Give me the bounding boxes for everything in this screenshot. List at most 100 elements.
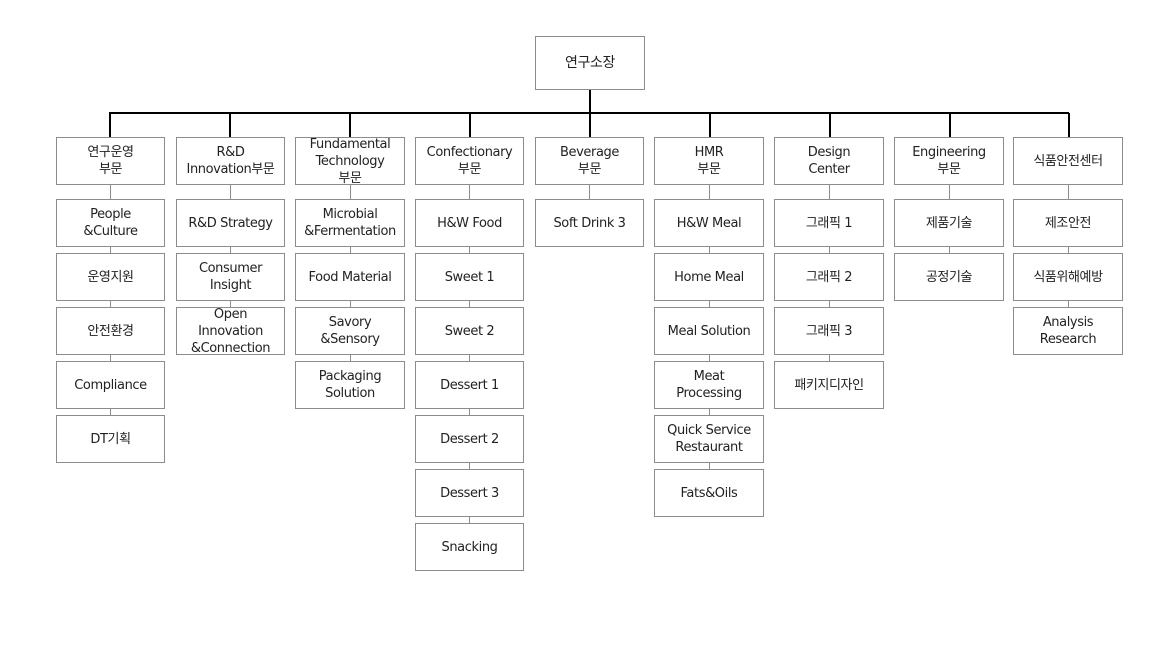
item-connector (469, 185, 470, 199)
division-header: 식품안전센터 (1013, 137, 1123, 185)
item-connector (1068, 301, 1069, 307)
item-connector (949, 247, 950, 253)
drop-8 (1068, 113, 1070, 137)
team-box: H&W Food (415, 199, 524, 247)
item-connector (1068, 185, 1069, 199)
team-box: Sweet 1 (415, 253, 524, 301)
item-connector (230, 247, 231, 253)
team-label: DT기획 (90, 431, 131, 447)
team-label: 제조안전 (1044, 215, 1092, 231)
team-box: Analysis Research (1013, 307, 1123, 355)
team-label: Meat Processing (676, 369, 742, 401)
team-box: Open Innovation &Connection (176, 306, 285, 356)
team-box: H&W Meal (654, 199, 764, 247)
division-header: Fundamental Technology 부문 (295, 137, 405, 186)
team-label: Sweet 2 (444, 323, 495, 339)
team-label: Open Innovation &Connection (190, 306, 271, 356)
division-header-label: Design Center (807, 145, 851, 177)
team-box: Microbial &Fermentation (295, 199, 405, 247)
division-header-label: 연구운영 부문 (87, 145, 134, 177)
division-header-label: Beverage 부문 (560, 145, 619, 177)
team-box: Dessert 2 (415, 415, 524, 463)
team-box: Quick Service Restaurant (654, 415, 764, 463)
team-box: Meat Processing (654, 361, 764, 409)
team-box: DT기획 (56, 415, 165, 463)
team-label: Savory &Sensory (320, 315, 380, 347)
team-box: Dessert 1 (415, 361, 524, 409)
drop-7 (949, 113, 951, 137)
division-header: Engineering 부문 (894, 137, 1004, 185)
division-header: R&D Innovation부문 (176, 137, 285, 185)
team-label: Quick Service Restaurant (667, 423, 751, 455)
team-box: Consumer Insight (176, 253, 285, 301)
item-connector (709, 463, 710, 469)
item-connector (110, 355, 111, 361)
team-label: Microbial &Fermentation (304, 207, 396, 239)
item-connector (709, 185, 710, 199)
team-label: People &Culture (83, 207, 138, 239)
team-label: 식품위해예방 (1033, 269, 1103, 285)
team-box: People &Culture (56, 199, 165, 247)
team-box: Dessert 3 (415, 469, 524, 517)
division-header: Confectionary 부문 (415, 137, 524, 185)
item-connector (350, 355, 351, 361)
team-label: Soft Drink 3 (553, 215, 626, 231)
division-header-label: 식품안전센터 (1033, 153, 1103, 169)
item-connector (350, 185, 351, 199)
division-header: Design Center (774, 137, 884, 185)
drop-4 (589, 113, 591, 137)
team-box: 식품위해예방 (1013, 253, 1123, 301)
team-box: 패키지디자인 (774, 361, 884, 409)
team-label: Meal Solution (667, 323, 751, 339)
item-connector (110, 247, 111, 253)
division-header-label: R&D Innovation부문 (186, 145, 275, 177)
team-label: Compliance (74, 377, 147, 393)
item-connector (829, 355, 830, 361)
team-label: R&D Strategy (188, 215, 273, 231)
item-connector (469, 463, 470, 469)
item-connector (829, 301, 830, 307)
item-connector (350, 247, 351, 253)
item-connector (709, 247, 710, 253)
team-label: Analysis Research (1039, 315, 1097, 347)
team-box: Fats&Oils (654, 469, 764, 517)
division-header: 연구운영 부문 (56, 137, 165, 185)
drop-6 (829, 113, 831, 137)
team-label: 그래픽 2 (805, 269, 853, 285)
team-label: Snacking (441, 539, 498, 555)
item-connector (230, 301, 231, 307)
root-label: 연구소장 (565, 54, 615, 71)
division-header-label: HMR 부문 (694, 145, 724, 177)
team-box: Snacking (415, 523, 524, 571)
team-box: Home Meal (654, 253, 764, 301)
team-box: 그래픽 1 (774, 199, 884, 247)
team-box: Sweet 2 (415, 307, 524, 355)
item-connector (110, 301, 111, 307)
item-connector (589, 185, 590, 199)
root-connector (589, 90, 591, 113)
division-header: Beverage 부문 (535, 137, 644, 185)
team-label: 안전환경 (87, 323, 134, 339)
team-box: Packaging Solution (295, 361, 405, 409)
team-label: 그래픽 3 (805, 323, 853, 339)
team-box: 제품기술 (894, 199, 1004, 247)
team-box: 안전환경 (56, 307, 165, 355)
item-connector (1068, 247, 1069, 253)
team-label: Packaging Solution (318, 369, 382, 401)
item-connector (709, 301, 710, 307)
root-box: 연구소장 (535, 36, 645, 90)
division-header: HMR 부문 (654, 137, 764, 185)
team-label: Sweet 1 (444, 269, 495, 285)
team-label: Consumer Insight (198, 261, 263, 293)
team-label: 운영지원 (87, 269, 134, 285)
drop-5 (709, 113, 711, 137)
team-label: 공정기술 (925, 269, 973, 285)
team-label: Food Material (308, 269, 392, 285)
drop-3 (469, 113, 471, 137)
team-label: Dessert 3 (440, 485, 499, 501)
item-connector (469, 409, 470, 415)
team-box: 공정기술 (894, 253, 1004, 301)
item-connector (469, 247, 470, 253)
division-header-label: Confectionary 부문 (426, 145, 513, 177)
item-connector (230, 185, 231, 199)
